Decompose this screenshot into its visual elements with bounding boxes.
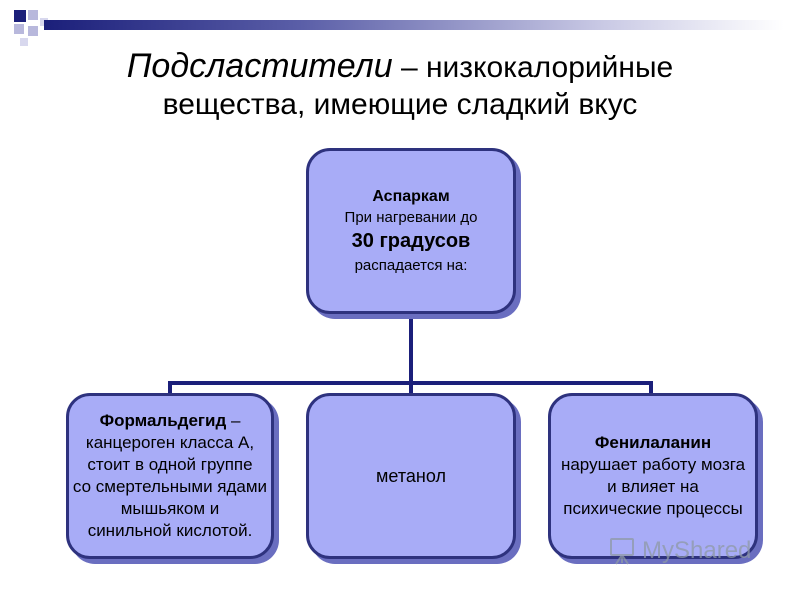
decor-square: [14, 10, 26, 22]
child-node-formaldehyde: Формальдегид – канцероген класса А, стои…: [66, 393, 274, 559]
child-line: синильной кислотой.: [87, 521, 253, 541]
child-node-methanol: метанол: [306, 393, 516, 559]
root-line1: При нагревании до: [344, 209, 478, 226]
title-part2: – низкокалорийные: [392, 51, 674, 84]
watermark: MyShared: [608, 536, 751, 566]
header-gradient-bar: [44, 20, 784, 30]
watermark-text: MyShared: [642, 537, 752, 564]
decor-square: [28, 26, 38, 36]
child-line: нарушает работу мозга: [560, 454, 746, 474]
title-part1: Подсластители: [126, 47, 393, 85]
presentation-icon: [610, 538, 634, 565]
child-line: психические процессы: [563, 499, 743, 519]
child-line: –: [226, 410, 241, 430]
root-line3: распадается на:: [354, 257, 468, 274]
child-title: Фенилаланин: [594, 432, 712, 452]
child-line: и влияет на: [607, 477, 699, 496]
decor-square: [28, 10, 38, 20]
decor-square: [14, 24, 24, 34]
root-node-aspartame: Аспаркам При нагревании до 30 градусов р…: [306, 148, 516, 314]
child-title: Формальдегид: [99, 410, 227, 430]
child-line: стоит в одной группе: [87, 454, 253, 474]
decor-square: [20, 38, 28, 46]
root-name: Аспаркам: [372, 188, 450, 205]
root-line2: 30 градусов: [351, 230, 471, 252]
child-title: метанол: [376, 465, 446, 486]
child-line: со смертельными ядами: [72, 477, 268, 496]
title-line2: вещества, имеющие сладкий вкус: [162, 87, 638, 121]
child-node-phenylalanine: Фенилаланин нарушает работу мозга и влия…: [548, 393, 758, 559]
slide-title: Подсластители – низкокалорийные вещества…: [20, 46, 780, 123]
child-line: мышьяком и: [120, 499, 220, 519]
child-line: канцероген класса А,: [85, 432, 255, 452]
